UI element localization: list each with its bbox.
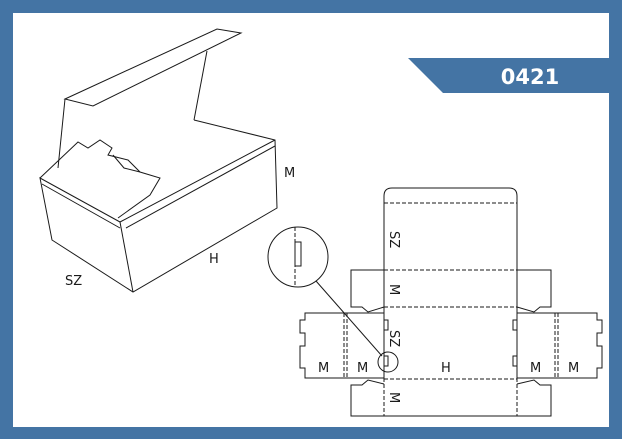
detail-callout (267, 226, 399, 373)
dieline-label-upper-flap: M (386, 284, 401, 295)
dieline: SZ M SZ M H M M M M (299, 187, 603, 417)
box-label-length: H (209, 252, 219, 267)
dieline-label-top-panel: SZ (386, 231, 401, 248)
model-code: 0421 (501, 65, 559, 89)
box-label-height: M (284, 166, 295, 181)
dieline-label-left-outer: M (318, 361, 329, 376)
dieline-label-right-outer: M (568, 361, 579, 376)
dieline-label-lower-flap: M (386, 392, 401, 403)
box-label-width: SZ (65, 274, 82, 289)
model-banner (408, 58, 609, 93)
dieline-label-right-inner: M (530, 361, 541, 376)
dieline-label-length: H (441, 361, 451, 376)
dieline-label-left-inner: M (357, 361, 368, 376)
dieline-label-middle-width: SZ (386, 330, 401, 347)
box-3d-view: M H SZ (39, 28, 295, 293)
